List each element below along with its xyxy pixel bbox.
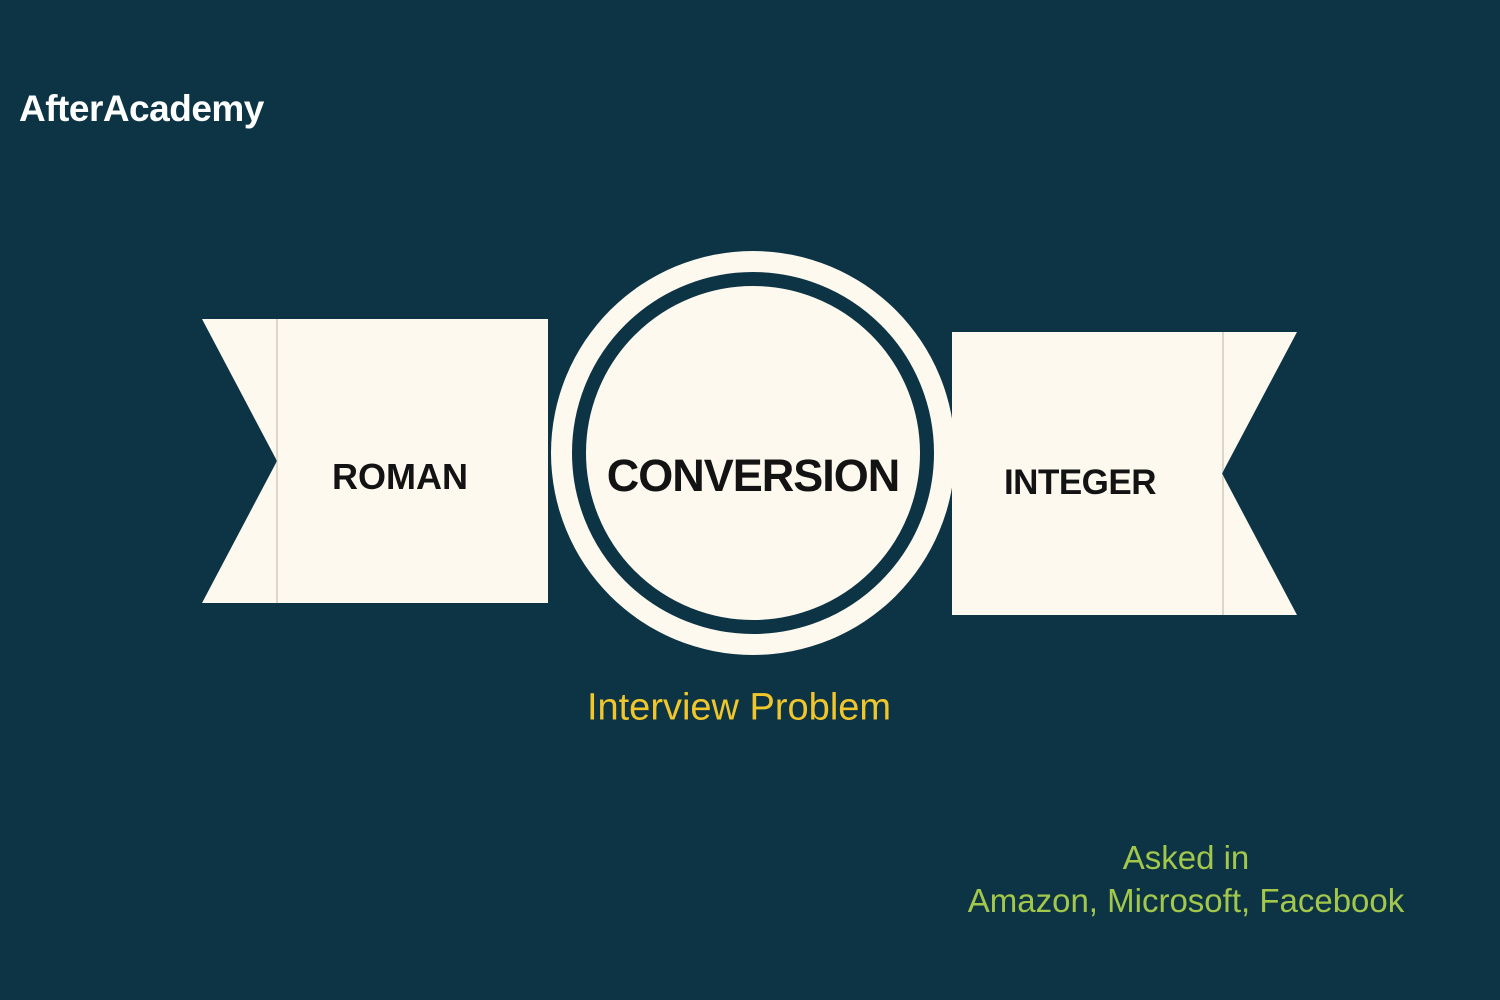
brand-logo: AfterAcademy [19, 88, 264, 129]
conversion-badge: CONVERSION [551, 251, 955, 655]
asked-in-block: Asked in Amazon, Microsoft, Facebook [968, 836, 1405, 922]
roman-label: ROMAN [332, 456, 468, 497]
integer-label: INTEGER [1003, 463, 1157, 502]
asked-in-companies: Amazon, Microsoft, Facebook [967, 882, 1405, 919]
ribbon-fold-line [1222, 332, 1224, 615]
conversion-label: CONVERSION [606, 450, 901, 501]
integer-ribbon: INTEGER [952, 332, 1297, 615]
interview-problem-caption: Interview Problem [586, 686, 892, 729]
roman-ribbon: ROMAN [202, 319, 548, 603]
ribbon-fold-line [276, 319, 278, 603]
asked-in-line: Asked in [1122, 839, 1250, 876]
